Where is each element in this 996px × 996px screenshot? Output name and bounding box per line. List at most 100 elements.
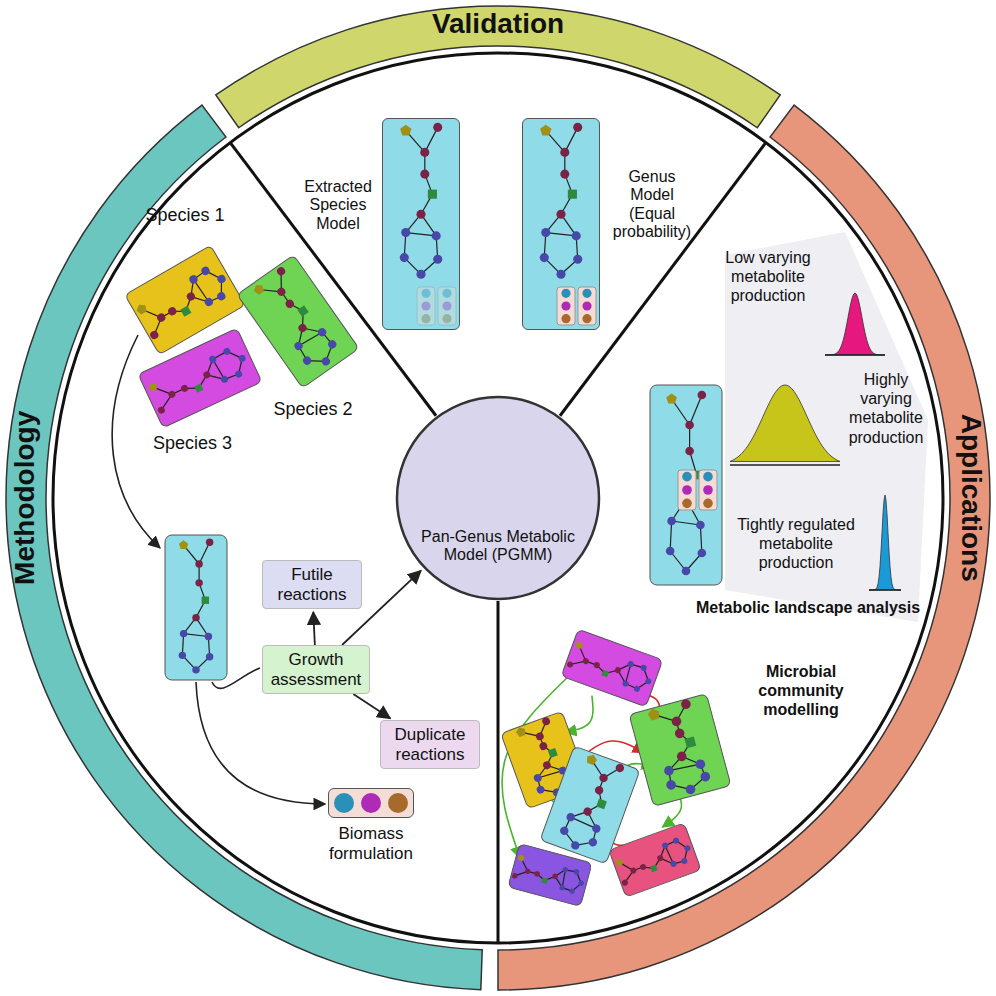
biomass-dot <box>334 793 354 813</box>
metabolite-pentagon <box>400 125 411 136</box>
model-box <box>650 385 722 585</box>
member-box <box>629 694 731 806</box>
metabolite-dot <box>195 560 202 567</box>
metabolite-dot <box>220 375 229 384</box>
metabolite-dot <box>401 228 410 237</box>
metabolite-dot <box>621 879 629 887</box>
metabolite-dot <box>216 291 227 302</box>
metabolite-dot <box>216 273 227 284</box>
metabolite-dot <box>672 837 680 845</box>
metabolite-dot <box>670 860 678 868</box>
biomass-dot <box>582 289 591 298</box>
community-member <box>609 823 701 897</box>
metabolite-dot <box>320 356 331 367</box>
metabolite-dot <box>200 265 211 276</box>
node-label: Futile reactions <box>267 565 357 604</box>
metabolite-dot <box>541 716 551 726</box>
metabolite-dot <box>536 785 546 795</box>
network-link <box>690 395 702 425</box>
metabolite-dot <box>195 579 202 586</box>
metabolite-square <box>180 306 191 317</box>
metabolite-dot <box>185 291 196 302</box>
network-link <box>561 870 567 888</box>
metabolite-dot <box>192 666 199 673</box>
exchange-arrow <box>565 696 593 733</box>
metabolite-dot <box>400 253 409 262</box>
metabolite-square <box>194 384 203 393</box>
metabolite-dot <box>420 148 429 157</box>
biomass-box <box>438 287 456 325</box>
metabolite-dot <box>540 253 549 262</box>
biomass-dot <box>561 301 570 310</box>
metabolite-pentagon <box>574 640 583 649</box>
metabolite-square <box>202 597 209 604</box>
member-box <box>561 629 663 707</box>
biomass-box <box>699 470 717 510</box>
metabolite-dot <box>656 854 664 862</box>
metabolite-dot <box>594 785 605 796</box>
metabolite-dot <box>205 633 212 640</box>
metabolite-dot <box>180 630 187 637</box>
biomass-dot <box>388 793 408 813</box>
metabolite-dot <box>614 666 622 674</box>
section-title: Applications <box>954 368 988 628</box>
metabolite-dot <box>560 170 569 179</box>
biomass-dot <box>561 314 570 323</box>
metabolite-dot <box>640 664 648 672</box>
metabolite-dot <box>559 825 570 836</box>
model-box <box>165 535 227 680</box>
metabolite-dot <box>416 270 425 279</box>
distribution-curve <box>730 385 840 461</box>
metabolite-dot <box>639 863 647 871</box>
metabolite-pentagon <box>585 753 598 766</box>
metabolite-pentagon <box>147 381 158 392</box>
metabolite-dot <box>202 370 211 379</box>
metabolite-pentagon <box>135 302 149 315</box>
metabolite-dot <box>565 812 576 823</box>
metabolite-dot <box>538 741 548 751</box>
model-box: Extracted Species Model <box>382 118 460 330</box>
process-box: Futile reactions <box>262 560 362 609</box>
biomass-panel <box>328 788 414 818</box>
metabolite-dot <box>680 698 692 710</box>
flow-arrow <box>313 612 315 645</box>
biomass-dot <box>582 314 591 323</box>
metabolite-pentagon <box>647 707 661 721</box>
model-box: Genus Model (Equal probability) <box>522 118 600 330</box>
distribution-axis <box>869 589 901 591</box>
node-heading: Species 2 <box>258 399 368 420</box>
community-member <box>629 694 731 807</box>
distribution-curve <box>869 495 901 590</box>
metabolite-dot <box>685 784 697 796</box>
metabolite-dot <box>552 873 559 880</box>
metabolite-square <box>650 865 658 873</box>
metabolite-pentagon <box>614 857 623 866</box>
biomass-box <box>578 287 596 325</box>
section-title: Methodology <box>8 368 42 628</box>
metabolite-dot <box>316 327 327 338</box>
biomass-dot <box>682 485 692 495</box>
metabolite-dot <box>698 549 707 558</box>
biomass-dot <box>682 499 692 509</box>
metabolite-dot <box>297 322 308 333</box>
metabolite-dot <box>433 123 442 132</box>
network-panel <box>522 118 600 330</box>
metabolite-dot <box>203 296 214 307</box>
network-link <box>184 634 209 637</box>
metabolite-square <box>541 877 548 884</box>
metabolite-dot <box>569 888 576 895</box>
flow-arrow <box>353 694 390 718</box>
metabolite-square <box>568 190 577 199</box>
metabolite-dot <box>593 661 601 669</box>
metabolite-dot <box>645 677 653 685</box>
biomass-dot <box>361 793 381 813</box>
node-heading: Genus Model (Equal probability) <box>606 168 698 242</box>
sector-divider <box>497 601 500 943</box>
distribution-label: Tightly regulated metabolite production <box>728 515 864 573</box>
biomass-dot <box>703 485 713 495</box>
member-box <box>609 823 701 897</box>
metabolite-dot <box>699 771 711 783</box>
node-heading: Species 1 <box>125 205 245 226</box>
metabolite-dot <box>208 355 217 364</box>
metabolite-dot <box>566 661 574 669</box>
